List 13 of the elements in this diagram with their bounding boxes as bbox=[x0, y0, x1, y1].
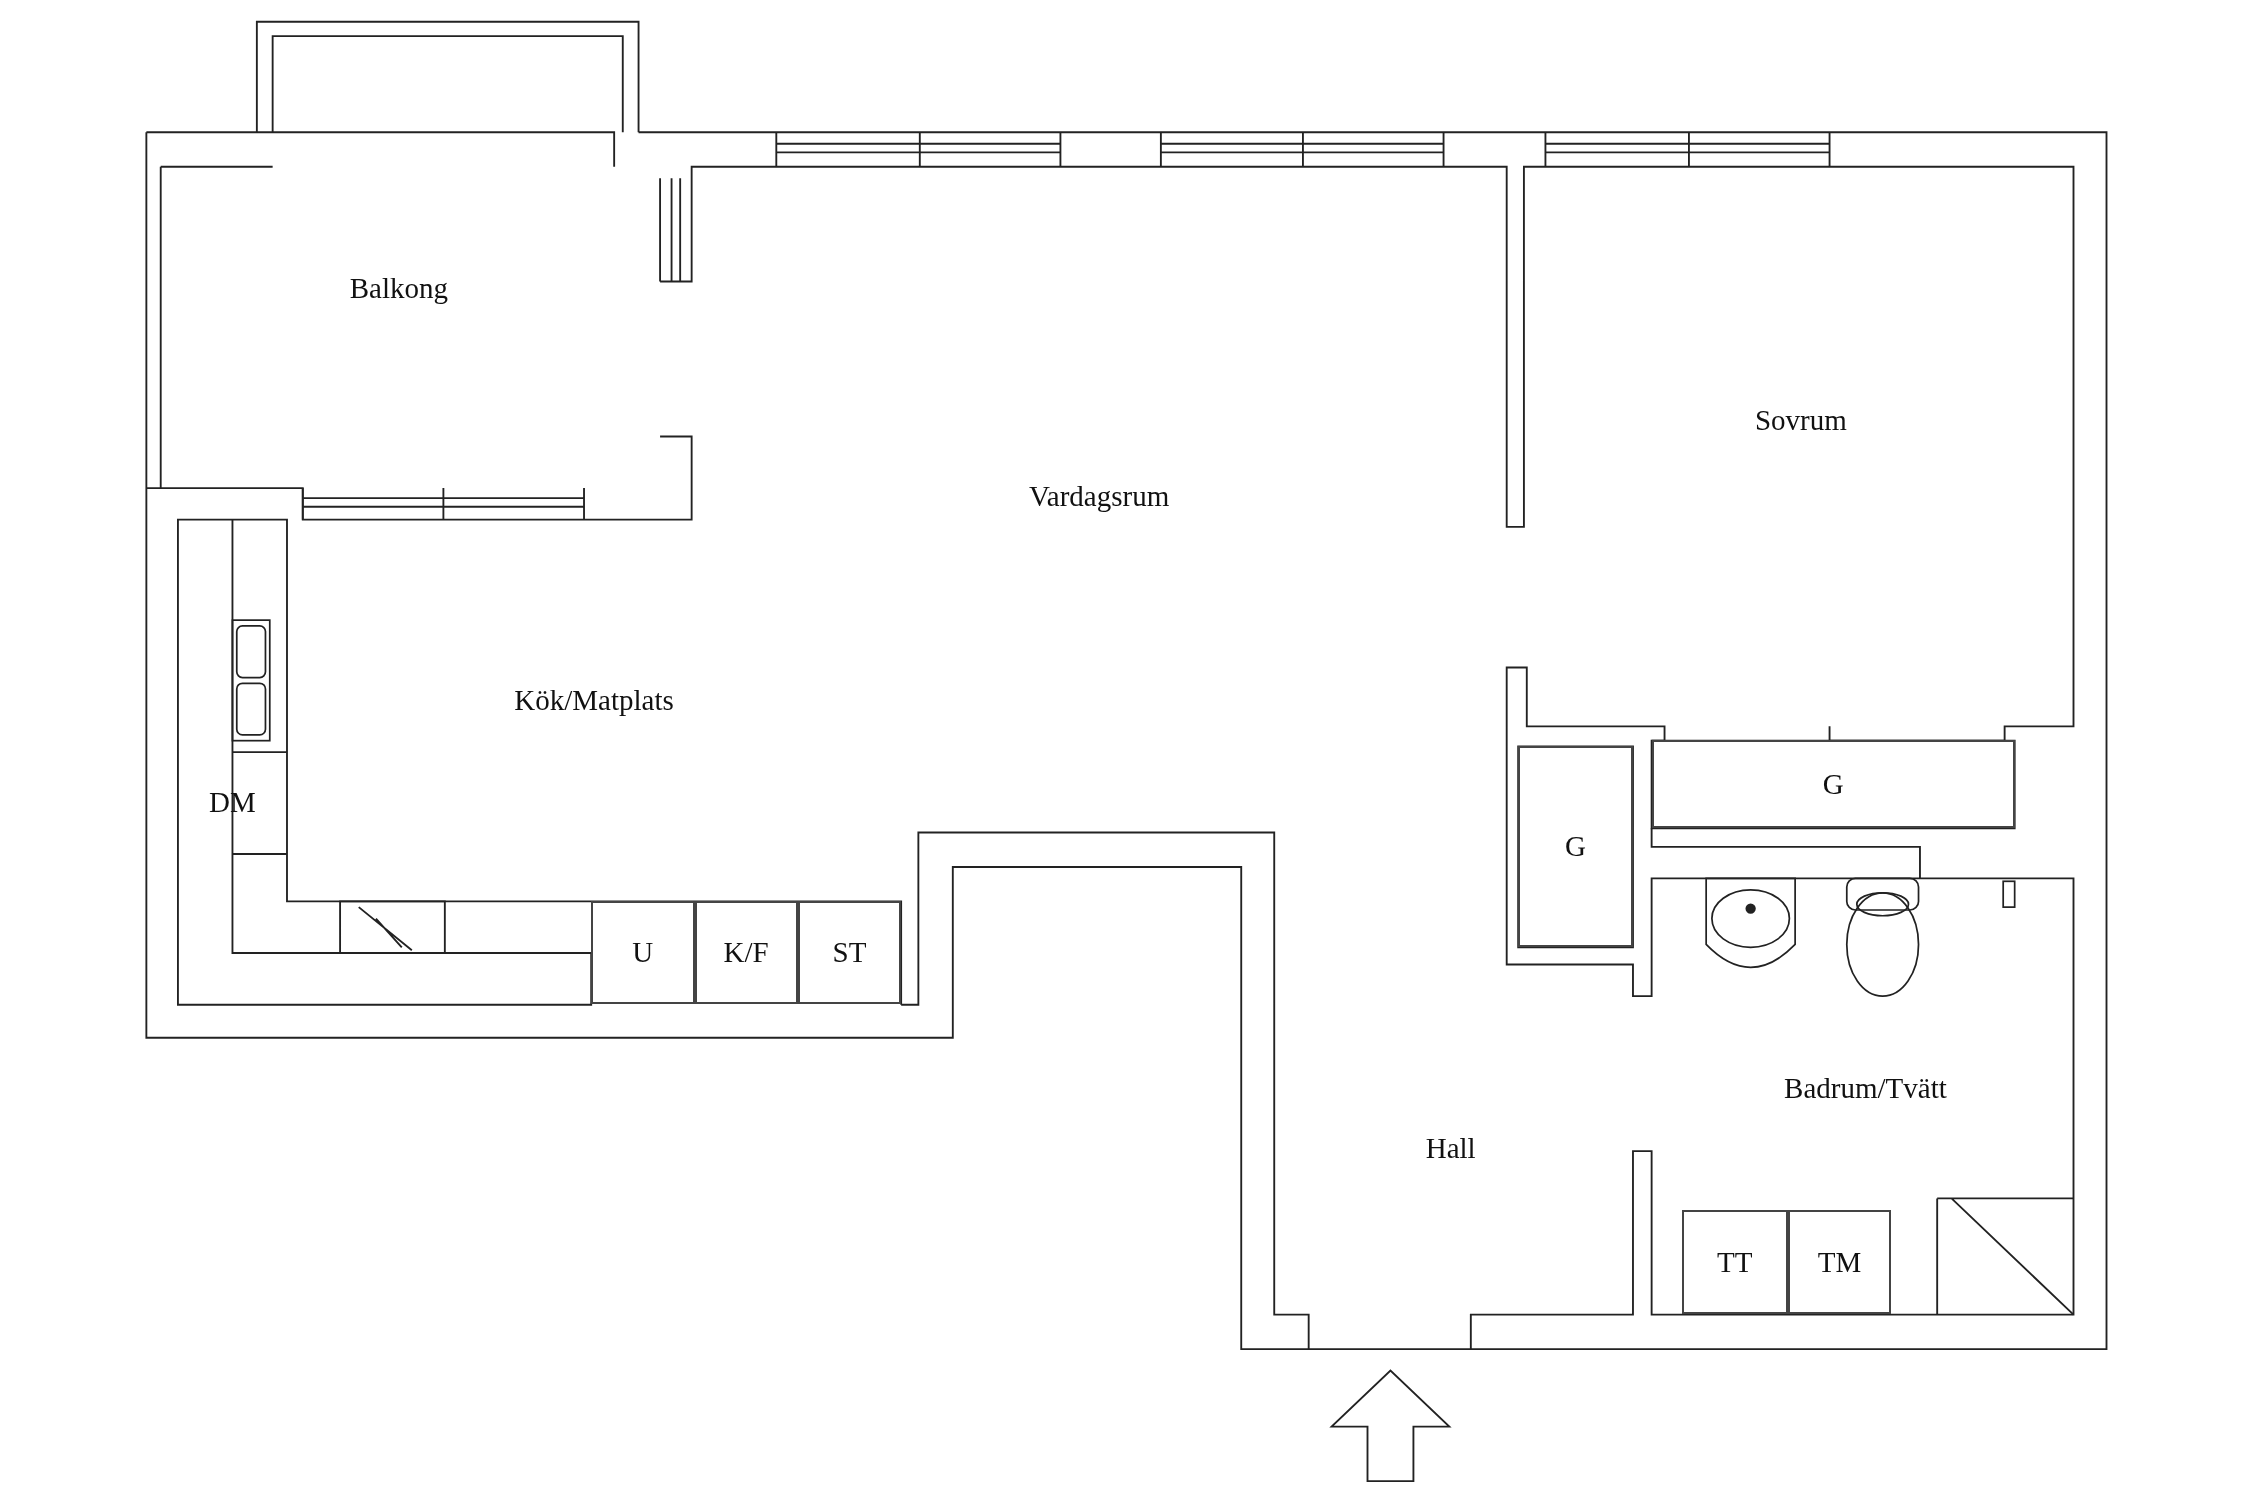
appliance-box: TM bbox=[1787, 1209, 1892, 1315]
room-label: Balkong bbox=[349, 271, 449, 305]
room-label: Badrum/Tvätt bbox=[1784, 1071, 1947, 1105]
appliance-box: ST bbox=[797, 901, 902, 1005]
room-label: Hall bbox=[1425, 1131, 1476, 1165]
closet-box: G bbox=[1518, 746, 1633, 948]
closet-box: G bbox=[1651, 740, 2015, 828]
room-label: Kök/Matplats bbox=[514, 683, 674, 717]
appliance-box: U bbox=[591, 901, 695, 1005]
room-label: Sovrum bbox=[1754, 403, 1847, 437]
room-label: Vardagsrum bbox=[1029, 480, 1170, 513]
appliance-box: K/F bbox=[694, 901, 798, 1005]
appliance-box: TT bbox=[1681, 1209, 1788, 1315]
